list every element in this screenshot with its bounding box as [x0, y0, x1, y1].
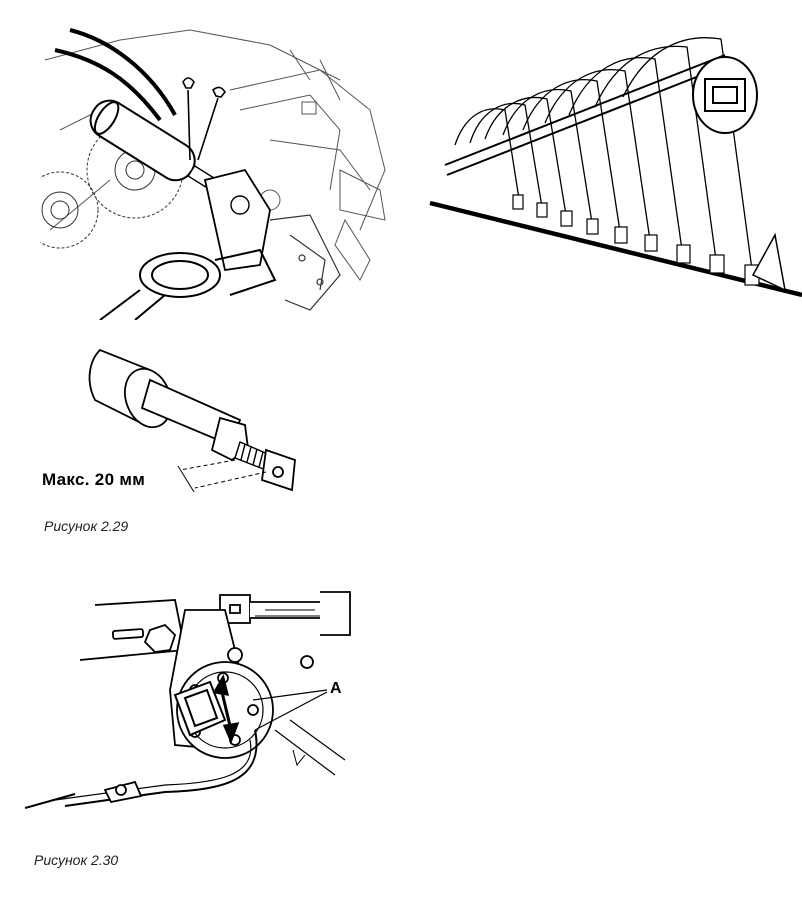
illustration-rod-end-adjustment: Макс. 20 мм — [42, 320, 330, 520]
illustration-hydraulic-cylinder-wrenches — [40, 20, 400, 320]
callout-a: A — [330, 680, 342, 697]
max-distance-label: Макс. 20 мм — [42, 470, 146, 489]
illustration-tine-row — [425, 35, 802, 300]
caption-figure-2-30: Рисунок 2.30 — [34, 852, 119, 868]
illustration-tine-mount-adjustment: A — [25, 580, 485, 840]
caption-figure-2-29: Рисунок 2.29 — [44, 518, 129, 534]
